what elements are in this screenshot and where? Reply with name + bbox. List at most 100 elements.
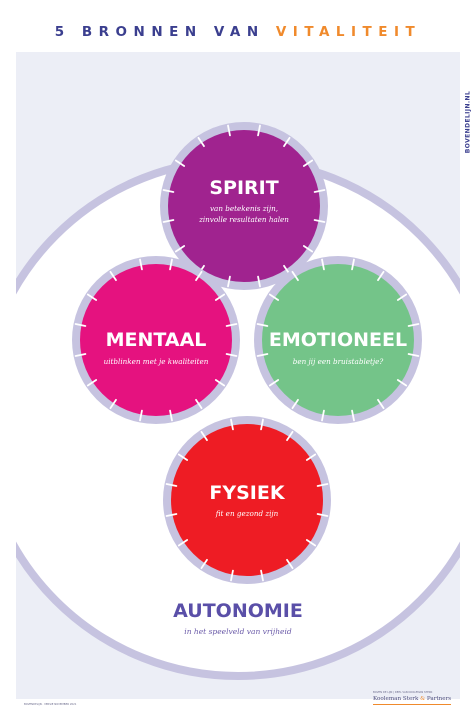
circle-tick (165, 483, 178, 487)
circle-tick (74, 323, 87, 327)
emotioneel-subtitle: ben jij een bruistabletje? (293, 357, 384, 366)
poster-title: 5 BRONNEN VAN VITALITEIT (0, 24, 476, 40)
footer-accent-line (373, 704, 451, 705)
circle-tick (139, 409, 143, 422)
circle-tick (351, 409, 355, 422)
emotioneel-ticks (256, 258, 420, 422)
circle-tick (256, 353, 269, 357)
circle-tick (321, 258, 325, 271)
circle-tick (230, 418, 234, 431)
circle-mentaal: MENTAAL uitblinken met je kwaliteiten (72, 256, 240, 424)
circle-tick (256, 323, 269, 327)
circle-tick (351, 258, 355, 271)
circle-tick (74, 353, 87, 357)
circle-tick (286, 558, 294, 570)
mentaal-ticks (74, 258, 238, 422)
circle-tick (227, 275, 231, 288)
fysiek-title: FYSIEK (209, 482, 285, 504)
circle-fysiek: FYSIEK fit en gezond zijn (163, 416, 331, 584)
circle-tick (177, 539, 189, 547)
circle-tick (177, 453, 189, 461)
circle-tick (230, 569, 234, 582)
circle-tick (86, 293, 98, 301)
header: 5 BRONNEN VAN VITALITEIT (0, 0, 476, 52)
circle-tick (313, 219, 326, 223)
circle-tick (377, 398, 385, 410)
emotioneel-title: EMOTIONEEL (269, 329, 407, 351)
diagram: SPIRIT van betekenis zijn, zinvolle resu… (16, 122, 460, 680)
circle-tick (407, 353, 420, 357)
emotioneel-fill (262, 264, 414, 416)
circle-tick (291, 270, 299, 282)
circle-tick (109, 398, 117, 410)
footer-logo: Kooleman Sterk & Partners (373, 696, 457, 702)
circle-tick (316, 483, 329, 487)
circle-tick (195, 270, 203, 282)
circle-tick (109, 270, 117, 282)
autonomie-title: AUTONOMIE (173, 600, 303, 622)
spirit-title: SPIRIT (209, 177, 278, 199)
circle-tick (283, 136, 291, 148)
circle-tick (305, 453, 317, 461)
footer-tagline: BOVEN DE LIJN | DEEL VAN KOOLEMAN STERK (373, 691, 433, 694)
mentaal-subtitle: uitblinken met je kwaliteiten (104, 357, 209, 366)
circle-tick (139, 258, 143, 271)
circle-tick (200, 558, 208, 570)
circle-tick (268, 379, 280, 387)
circle-tick (260, 569, 264, 582)
footer-logo-partners: Partners (426, 696, 452, 702)
circle-tick (396, 379, 408, 387)
footer-logo-name: Kooleman Sterk (373, 696, 419, 702)
circle-tick (174, 159, 186, 167)
circle-tick (302, 245, 314, 253)
spirit-subtitle-line-1: van betekenis zijn, (210, 204, 278, 213)
circle-tick (165, 513, 178, 517)
fysiek-fill (171, 424, 323, 576)
mentaal-title: MENTAAL (106, 329, 207, 351)
background-panel: SPIRIT van betekenis zijn, zinvolle resu… (16, 52, 460, 699)
title-part-vitaliteit: VITALITEIT (275, 24, 422, 40)
spirit-subtitle-line-2: zinvolle resultaten halen (198, 215, 289, 224)
fysiek-ticks (165, 418, 329, 582)
circle-tick (214, 293, 226, 301)
circle-tick (268, 293, 280, 301)
circle-tick (225, 323, 238, 327)
circle-spirit: SPIRIT van betekenis zijn, zinvolle resu… (160, 122, 328, 290)
circle-tick (197, 136, 205, 148)
fysiek-subtitle: fit en gezond zijn (215, 509, 279, 518)
spirit-fill (168, 130, 320, 282)
circle-tick (286, 430, 294, 442)
circle-tick (257, 124, 261, 137)
autonomie-subtitle: in het speelveld van vrijheid (184, 627, 292, 636)
mentaal-fill (80, 264, 232, 416)
circle-tick (169, 409, 173, 422)
circle-tick (305, 539, 317, 547)
circle-tick (396, 293, 408, 301)
circle-tick (225, 353, 238, 357)
circle-tick (214, 379, 226, 387)
circle-tick (227, 124, 231, 137)
footer-version: BOVENDELIJN · VERSIE NOVEMBER 2021 (24, 703, 77, 706)
circle-tick (169, 258, 173, 271)
circle-tick (162, 189, 175, 193)
brand-url-text: BOVENDELIJN.NL (464, 90, 472, 154)
circle-tick (257, 275, 261, 288)
circle-tick (162, 219, 175, 223)
circle-tick (316, 513, 329, 517)
circle-tick (195, 398, 203, 410)
circle-tick (313, 189, 326, 193)
title-part-bronnen: 5 BRONNEN VAN (54, 24, 265, 40)
circle-tick (407, 323, 420, 327)
circle-tick (377, 270, 385, 282)
circle-tick (321, 409, 325, 422)
brand-url: BOVENDELIJN.NL (460, 72, 476, 172)
circle-tick (302, 159, 314, 167)
circle-tick (260, 418, 264, 431)
circle-tick (86, 379, 98, 387)
circle-tick (291, 398, 299, 410)
circle-tick (200, 430, 208, 442)
circle-emotioneel: EMOTIONEEL ben jij een bruistabletje? (254, 256, 422, 424)
footer-logo-ampersand: & (420, 696, 426, 702)
circle-tick (174, 245, 186, 253)
